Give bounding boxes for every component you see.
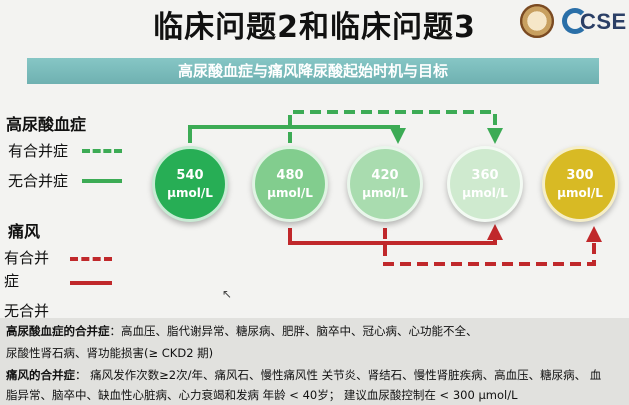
legend-hyperuricemia-heading: 高尿酸血症	[6, 115, 87, 134]
footer-line-4: 脂异常、脑卒中、缺血性心脏病、心力衰竭和发病 年龄 < 40岁； 建议血尿酸控制…	[6, 388, 518, 402]
bubble-unit: μmol/L	[462, 186, 508, 200]
legend-hu-without-label: 无合并症	[8, 172, 69, 190]
bubble-unit: μmol/L	[167, 186, 213, 200]
footer-line-1: 高尿酸血症的合并症：高血压、脂代谢异常、糖尿病、肥胖、脑卒中、冠心病、心功能不全…	[6, 323, 478, 339]
threshold-420-bubble: 420 μmol/L	[347, 146, 423, 222]
legend-green-dashed-line	[82, 149, 122, 153]
bubble-value: 540	[176, 168, 204, 183]
footer-gout-text: ： 痛风发作次数≥2次/年、痛风石、慢性痛风性 关节炎、肾结石、慢性肾脏疾病、高…	[75, 368, 602, 382]
footer-hu-label: 高尿酸血症的合并症	[6, 324, 110, 338]
bubble-unit: μmol/L	[267, 186, 313, 200]
legend-gout-with-label-line2: 症	[4, 272, 20, 290]
legend-red-solid-line	[70, 281, 112, 285]
legend-green-solid-line	[82, 179, 122, 183]
legend-gout-heading: 痛风	[8, 222, 41, 241]
footer-gout-label: 痛风的合并症	[6, 368, 75, 382]
logo-group: CSE	[520, 4, 627, 40]
mouse-cursor-icon: ↖	[222, 287, 233, 301]
legend-gout-with-label-line1: 有合并	[4, 249, 50, 267]
threshold-300-bubble: 300 μmol/L	[542, 146, 618, 222]
threshold-540-bubble: 540 μmol/L	[152, 146, 228, 222]
slide-title: 临床问题2和临床问题3	[153, 10, 476, 45]
green-solid-arrow	[188, 125, 406, 144]
red-dashed-arrow	[383, 226, 602, 266]
footer-line-2: 尿酸性肾石病、肾功能损害(≥ CKD2 期)	[6, 346, 214, 360]
cse-ring-logo	[562, 8, 588, 34]
bubble-value: 420	[371, 168, 399, 183]
bubble-unit: μmol/L	[362, 186, 408, 200]
society-seal-logo	[520, 4, 554, 38]
red-solid-arrow	[288, 224, 503, 245]
legend-gout-without-label: 无合并	[4, 302, 50, 320]
legend-red-dashed-line	[70, 257, 112, 261]
threshold-360-bubble: 360 μmol/L	[447, 146, 523, 222]
legend-hu-with-label: 有合并症	[8, 142, 69, 160]
footer-notes: 高尿酸血症的合并症：高血压、脂代谢异常、糖尿病、肥胖、脑卒中、冠心病、心功能不全…	[0, 318, 629, 405]
bubble-value: 360	[471, 168, 499, 183]
section-banner: 高尿酸血症与痛风降尿酸起始时机与目标	[27, 58, 599, 84]
bubble-value: 300	[566, 168, 594, 183]
bubble-unit: μmol/L	[557, 186, 603, 200]
cse-logo-text: CSE	[580, 9, 627, 34]
green-dashed-arrow	[288, 110, 503, 144]
threshold-480-bubble: 480 μmol/L	[252, 146, 328, 222]
footer-hu-text: ：高血压、脂代谢异常、糖尿病、肥胖、脑卒中、冠心病、心功能不全、	[109, 324, 478, 338]
footer-line-3: 痛风的合并症： 痛风发作次数≥2次/年、痛风石、慢性痛风性 关节炎、肾结石、慢性…	[6, 367, 601, 383]
bubble-value: 480	[276, 168, 304, 183]
